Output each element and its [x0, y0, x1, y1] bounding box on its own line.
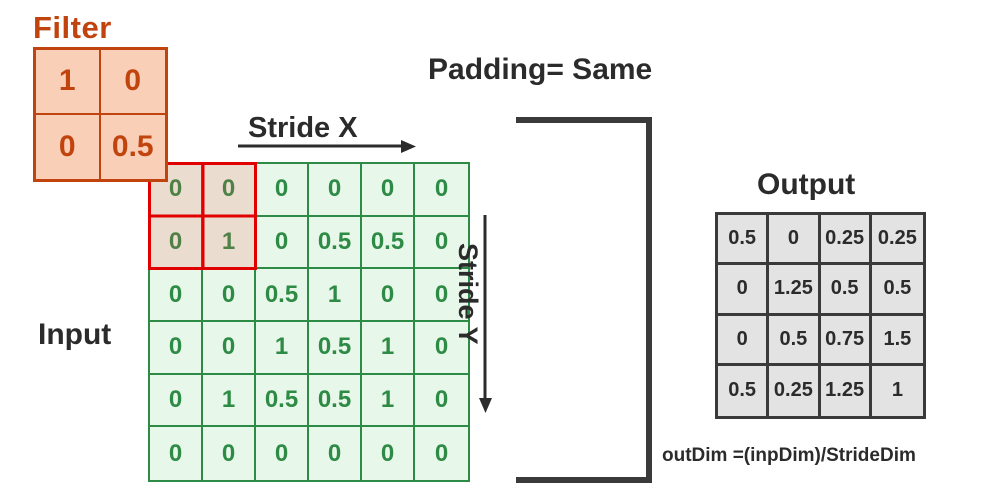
input-cell-5-1: 0 — [203, 427, 256, 480]
input-cell-5-2: 0 — [256, 427, 309, 480]
output-cell-1-3: 0.5 — [871, 265, 923, 316]
input-cell-3-4: 1 — [362, 322, 415, 375]
input-cell-0-5: 0 — [415, 164, 468, 217]
padding-label: Padding= Same — [428, 53, 653, 86]
input-cell-4-3: 0.5 — [309, 374, 362, 428]
input-cell-2-1: 0 — [203, 269, 256, 322]
filter-cell-0-0: 1 — [36, 50, 101, 115]
output-cell-1-2: 0.5 — [820, 265, 872, 316]
input-cell-5-5: 0 — [434, 439, 449, 467]
input-cell-2-4: 0 — [362, 269, 415, 322]
input-cell-1-2: 0 — [256, 216, 309, 270]
input-cell-4-1: 1 — [203, 374, 256, 428]
input-cell-5-4: 0 — [362, 427, 415, 480]
input-label: Input — [38, 318, 112, 351]
output-cell-2-0: 0 — [718, 315, 770, 366]
input-cell-4-5: 0 — [415, 375, 468, 428]
filter-cell-0-1: 0 — [100, 50, 165, 115]
output-cell-0-3: 0.25 — [871, 215, 923, 266]
input-cell-3-2: 1 — [256, 322, 309, 375]
output-cell-2-1: 0.5 — [769, 315, 821, 366]
input-cell-5-3: 0 — [309, 427, 362, 480]
stride-x-label: Stride X — [248, 112, 358, 144]
input-cell-5-0: 0 — [150, 427, 203, 480]
input-cell-4-0: 0 — [150, 374, 203, 428]
output-dimension-formula: outDim =(inpDim)/StrideDim — [662, 445, 916, 466]
output-cell-0-0: 0.5 — [718, 215, 770, 266]
output-cell-3-3: 1 — [891, 379, 903, 402]
output-cell-3-0: 0.5 — [718, 365, 770, 416]
arrow-right-icon — [238, 140, 416, 153]
input-cell-3-3: 0.5 — [309, 322, 362, 375]
input-cell-2-3: 1 — [309, 269, 362, 322]
input-cell-3-0: 0 — [150, 322, 203, 375]
output-cell-3-1: 0.25 — [769, 365, 821, 416]
filter-cell-1-0: 0 — [36, 114, 101, 179]
input-cell-1-1: 1 — [203, 216, 256, 270]
output-cell-0-2: 0.25 — [820, 215, 872, 266]
input-cell-1-5: 0 — [415, 217, 468, 270]
input-cell-0-3: 0 — [309, 164, 362, 217]
input-cell-0-4: 0 — [362, 164, 415, 217]
input-cell-4-4: 1 — [362, 374, 415, 428]
stride-y-label: Stride Y — [453, 243, 483, 345]
input-cell-0-1: 0 — [203, 164, 256, 217]
right-brace-icon — [516, 117, 652, 483]
input-cell-4-2: 0.5 — [256, 374, 309, 428]
output-title: Output — [757, 168, 856, 201]
filter-title: Filter — [33, 10, 112, 45]
output-cell-1-1: 1.25 — [769, 265, 821, 316]
arrow-down-icon — [479, 215, 492, 413]
input-cell-1-3: 0.5 — [309, 216, 362, 270]
output-cell-3-2: 1.25 — [821, 365, 872, 416]
input-cell-3-5: 0 — [415, 322, 468, 375]
input-cell-2-5: 0 — [415, 269, 468, 322]
input-cell-3-1: 0 — [203, 322, 256, 375]
input-cell-2-0: 0 — [150, 269, 203, 322]
input-cell-1-4: 0.5 — [362, 216, 415, 270]
filter-cell-1-1: 0.5 — [111, 129, 154, 163]
output-cell-2-3: 1.5 — [871, 316, 923, 366]
input-cell-1-0: 0 — [150, 216, 203, 270]
input-cell-0-2: 0 — [256, 164, 309, 217]
output-cell-0-1: 0 — [769, 215, 821, 266]
output-cell-2-2: 0.75 — [820, 315, 872, 366]
input-cell-2-2: 0.5 — [256, 269, 309, 322]
output-cell-1-0: 0 — [718, 265, 770, 316]
